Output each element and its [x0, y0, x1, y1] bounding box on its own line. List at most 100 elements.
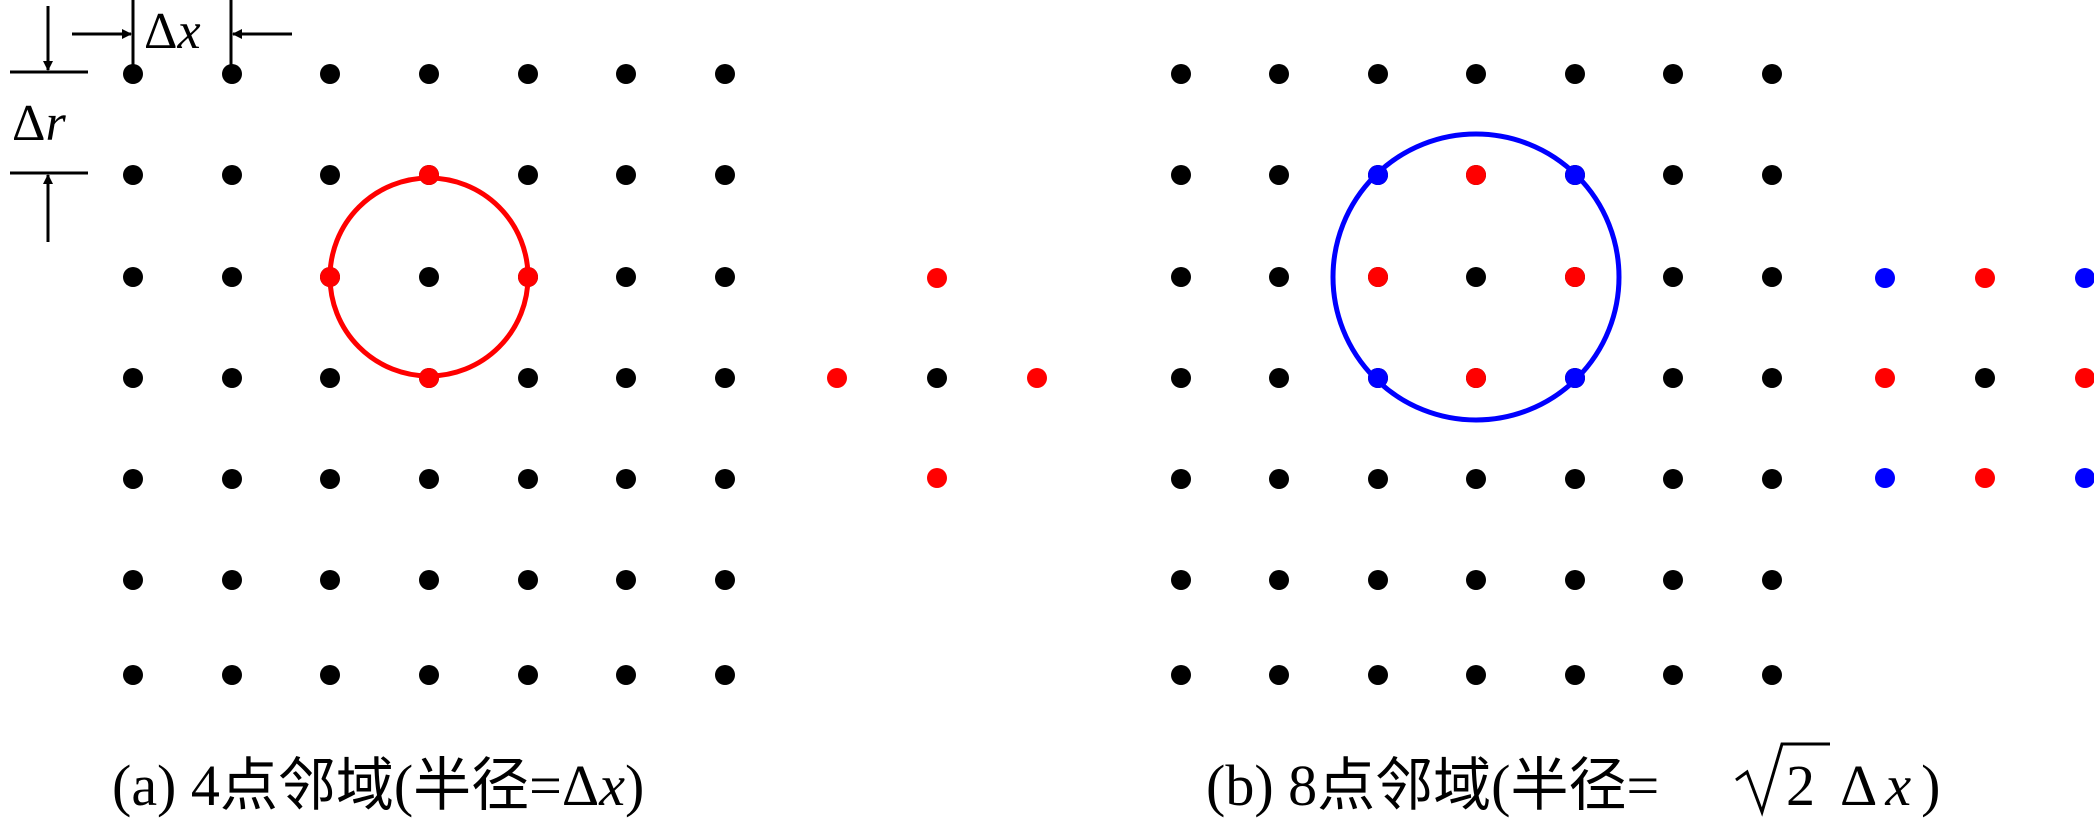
- grid-point-a-r1-c6: [715, 165, 735, 185]
- grid-point-a-r2-c1: [222, 267, 242, 287]
- neighbor-point-a: [518, 267, 538, 287]
- grid-point-b-r4-c1: [1269, 469, 1289, 489]
- grid-point-a-r3-c5: [616, 368, 636, 388]
- grid-point-b-r6-c0: [1171, 665, 1191, 685]
- grid-point-b-r5-c0: [1171, 570, 1191, 590]
- grid-point-a-r4-c0: [123, 469, 143, 489]
- panel-a-4-neighborhood: (a) 4点邻域(半径=Δx): [112, 64, 1047, 818]
- grid-point-b-r3-c1: [1269, 368, 1289, 388]
- stencil-point-a: [927, 468, 947, 488]
- grid-point-a-r6-c3: [419, 665, 439, 685]
- stencil-point-b: [2075, 368, 2094, 388]
- grid-point-b-r5-c2: [1368, 570, 1388, 590]
- grid-point-b-r5-c3: [1466, 570, 1486, 590]
- neighbor-point-a: [320, 267, 340, 287]
- dr-label: Δr: [12, 95, 66, 152]
- sqrt-argument: 2: [1786, 753, 1815, 818]
- grid-point-a-r5-c3: [419, 570, 439, 590]
- grid-point-b-r3-c5: [1663, 368, 1683, 388]
- diagonal-point-b: [1368, 165, 1388, 185]
- panel-b-caption: (b) 8点邻域(半径=: [1206, 753, 1659, 818]
- diagonal-point-b: [1368, 368, 1388, 388]
- neighbor-point-a: [419, 165, 439, 185]
- stencil-point-b: [1875, 368, 1895, 388]
- grid-point-b-r6-c5: [1663, 665, 1683, 685]
- grid-point-a-r0-c1: [222, 64, 242, 84]
- grid-point-b-r6-c4: [1565, 665, 1585, 685]
- grid-point-a-r5-c1: [222, 570, 242, 590]
- grid-point-b-r2-c6: [1762, 267, 1782, 287]
- grid-point-a-r0-c3: [419, 64, 439, 84]
- neighbor-point-b: [1466, 368, 1486, 388]
- grid-point-b-r5-c6: [1762, 570, 1782, 590]
- stencil-point-a: [827, 368, 847, 388]
- grid-point-a-r2-c0: [123, 267, 143, 287]
- panel-b-stencil: [1875, 268, 2094, 488]
- grid-point-a-r1-c4: [518, 165, 538, 185]
- grid-point-b-r4-c5: [1663, 469, 1683, 489]
- grid-point-a-r5-c2: [320, 570, 340, 590]
- grid-point-b-r5-c5: [1663, 570, 1683, 590]
- grid-point-a-r5-c0: [123, 570, 143, 590]
- grid-point-a-r6-c5: [616, 665, 636, 685]
- grid-point-b-r5-c4: [1565, 570, 1585, 590]
- grid-point-b-r4-c2: [1368, 469, 1388, 489]
- grid-point-a-r3-c6: [715, 368, 735, 388]
- grid-point-a-r1-c1: [222, 165, 242, 185]
- grid-point-a-r3-c0: [123, 368, 143, 388]
- panel-b-neighbors: [1368, 165, 1585, 388]
- grid-point-a-r1-c0: [123, 165, 143, 185]
- grid-point-b-r2-c5: [1663, 267, 1683, 287]
- panel-a-stencil: [827, 268, 1047, 488]
- grid-point-a-r4-c5: [616, 469, 636, 489]
- grid-point-b-r4-c3: [1466, 469, 1486, 489]
- grid-point-a-r4-c6: [715, 469, 735, 489]
- grid-point-b-r4-c0: [1171, 469, 1191, 489]
- grid-point-a-r6-c4: [518, 665, 538, 685]
- panel-b-radius-circle: [1330, 131, 1622, 423]
- grid-point-a-r5-c6: [715, 570, 735, 590]
- grid-point-b-r0-c0: [1171, 64, 1191, 84]
- stencil-point-b: [1975, 468, 1995, 488]
- neighbor-point-b: [1368, 267, 1388, 287]
- grid-point-a-r2-c3: [419, 267, 439, 287]
- grid-point-b-r3-c6: [1762, 368, 1782, 388]
- grid-point-a-r2-c6: [715, 267, 735, 287]
- grid-point-a-r1-c5: [616, 165, 636, 185]
- grid-point-a-r0-c2: [320, 64, 340, 84]
- grid-point-a-r5-c5: [616, 570, 636, 590]
- grid-point-a-r0-c5: [616, 64, 636, 84]
- stencil-point-b: [1875, 468, 1895, 488]
- panel-a-neighbors: [320, 165, 538, 388]
- grid-point-b-r6-c1: [1269, 665, 1289, 685]
- stencil-point-b: [1875, 268, 1895, 288]
- grid-point-b-r0-c1: [1269, 64, 1289, 84]
- grid-point-b-r0-c3: [1466, 64, 1486, 84]
- neighbor-point-b: [1565, 267, 1585, 287]
- grid-point-a-r0-c6: [715, 64, 735, 84]
- grid-point-b-r6-c6: [1762, 665, 1782, 685]
- grid-point-b-r6-c3: [1466, 665, 1486, 685]
- stencil-point-a: [1027, 368, 1047, 388]
- diagonal-point-b: [1565, 165, 1585, 185]
- grid-point-b-r2-c0: [1171, 267, 1191, 287]
- diagonal-point-b: [1565, 368, 1585, 388]
- stencil-point-b: [1975, 268, 1995, 288]
- stencil-point-b: [2075, 268, 2094, 288]
- neighbor-point-a: [419, 368, 439, 388]
- neighbor-point-b: [1466, 165, 1486, 185]
- dr-annotation: Δr: [10, 6, 88, 242]
- grid-point-b-r0-c6: [1762, 64, 1782, 84]
- panel-a-caption: (a) 4点邻域(半径=Δx): [112, 753, 644, 818]
- grid-point-b-r0-c5: [1663, 64, 1683, 84]
- grid-point-b-r0-c2: [1368, 64, 1388, 84]
- grid-point-a-r4-c2: [320, 469, 340, 489]
- grid-point-b-r1-c1: [1269, 165, 1289, 185]
- grid-point-a-r6-c2: [320, 665, 340, 685]
- grid-point-b-r2-c1: [1269, 267, 1289, 287]
- grid-point-b-r1-c0: [1171, 165, 1191, 185]
- grid-point-a-r3-c2: [320, 368, 340, 388]
